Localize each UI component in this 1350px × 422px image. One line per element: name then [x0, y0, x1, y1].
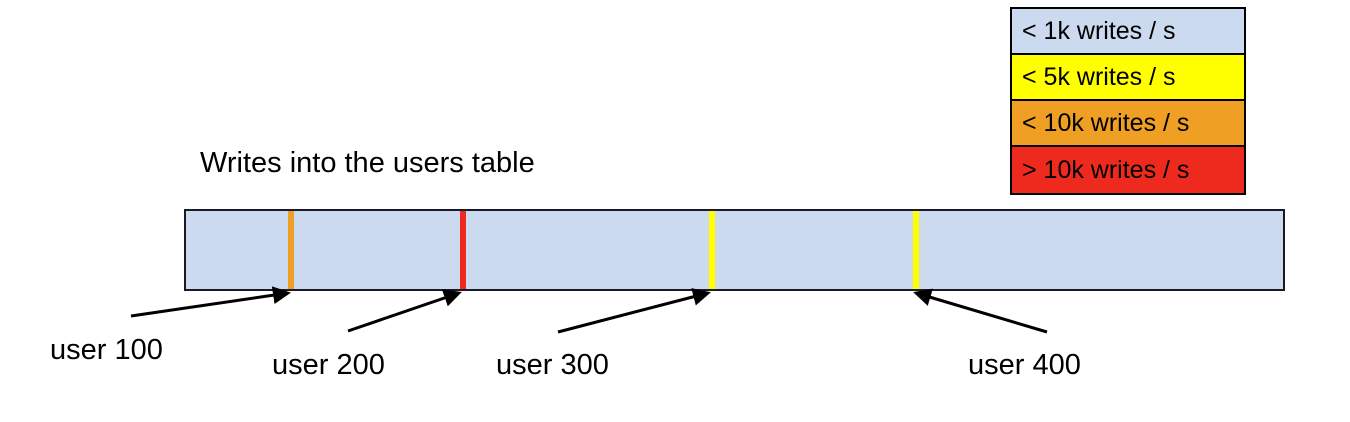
page-title: Writes into the users table [200, 147, 535, 179]
legend-item-4: > 10k writes / s [1012, 147, 1244, 193]
table-stripe-user-400 [913, 211, 919, 289]
users-table-bar-fill [186, 211, 1283, 289]
legend-item-1: < 1k writes / s [1012, 9, 1244, 55]
arrow-user-200 [347, 289, 462, 333]
user-label-2: user 200 [272, 349, 385, 381]
table-stripe-user-200 [460, 211, 466, 289]
legend-item-label: < 10k writes / s [1022, 108, 1190, 137]
legend-item-label: < 5k writes / s [1022, 62, 1176, 91]
user-label-3: user 300 [496, 349, 609, 381]
arrow-user-400 [913, 288, 1048, 334]
arrow-user-300 [557, 288, 711, 334]
users-table-bar [184, 209, 1285, 291]
legend-item-2: < 5k writes / s [1012, 55, 1244, 101]
legend-item-label: > 10k writes / s [1022, 155, 1190, 184]
legend: < 1k writes / s < 5k writes / s < 10k writ… [1010, 7, 1246, 195]
table-stripe-user-100 [288, 211, 294, 289]
table-stripe-user-300 [709, 211, 715, 289]
user-label-1: user 100 [50, 334, 163, 366]
arrow-user-100 [130, 286, 291, 318]
legend-item-label: < 1k writes / s [1022, 16, 1176, 45]
legend-item-3: < 10k writes / s [1012, 101, 1244, 147]
user-label-4: user 400 [968, 349, 1081, 381]
